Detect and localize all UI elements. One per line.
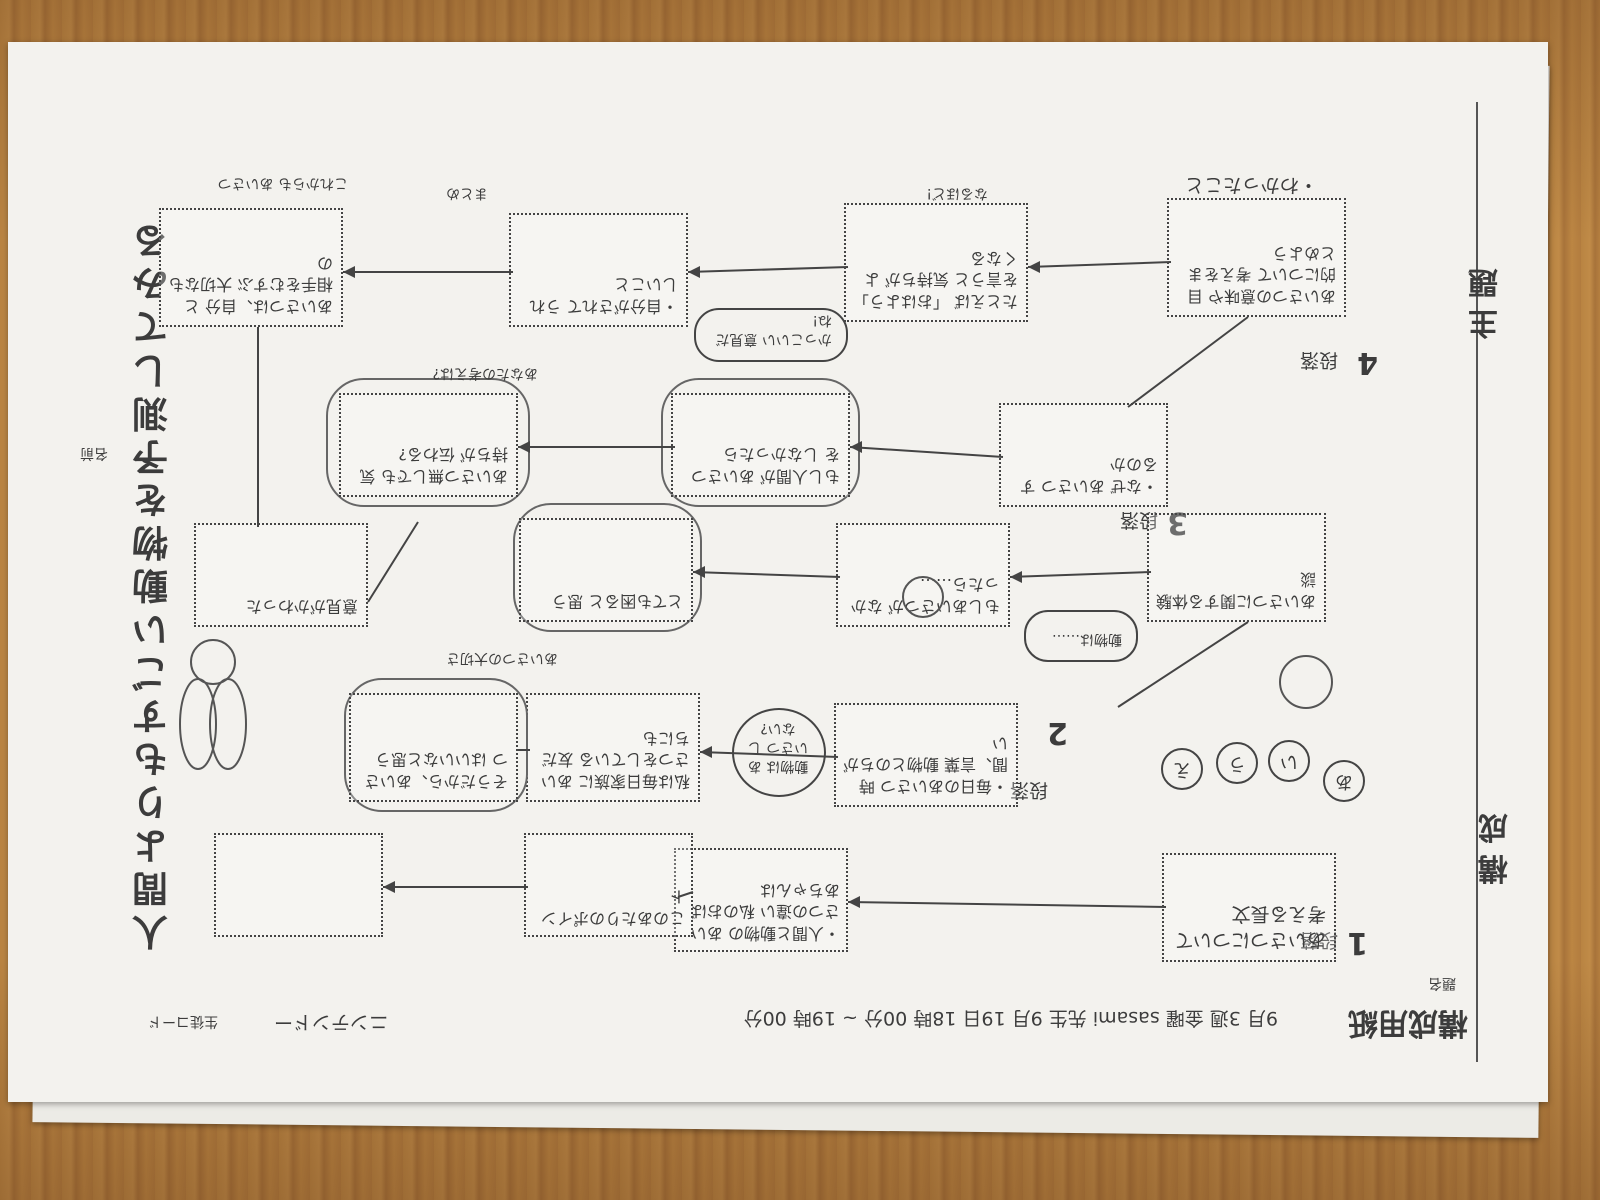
worksheet-page: 構成用紙 題名 9月 3週 金曜 sasami 先生 9月 19日 18時 00… (8, 42, 1548, 1102)
flow-arrows (179, 261, 1333, 908)
worksheet-content: 構成用紙 題名 9月 3週 金曜 sasami 先生 9月 19日 18時 00… (8, 42, 1548, 1102)
worksheet-paper (8, 42, 1548, 1102)
